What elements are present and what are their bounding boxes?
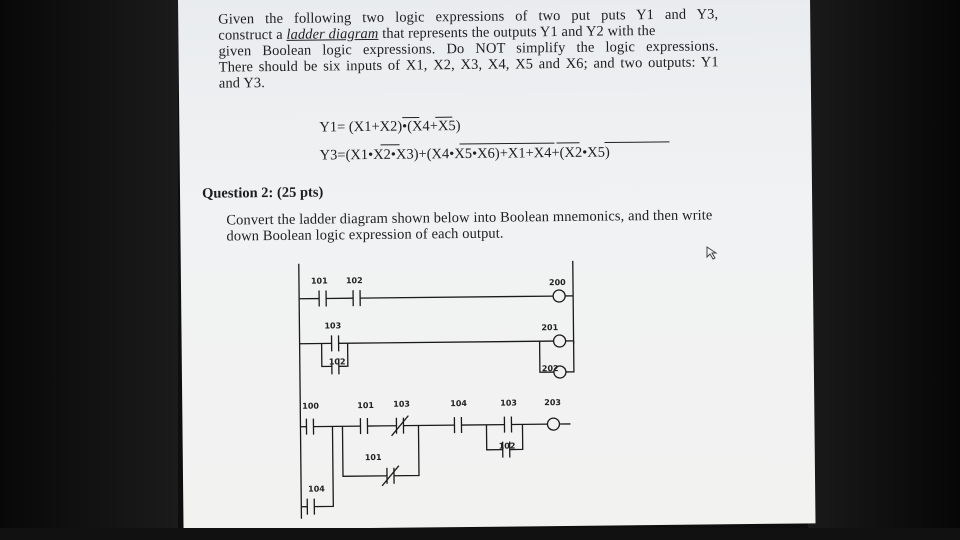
- label-r2-201: 201: [541, 323, 558, 332]
- ladder-diagram: 101 102 200 103 102 201 202 100 101 103 …: [298, 260, 575, 519]
- mouse-cursor-icon: [706, 246, 718, 265]
- left-background: [0, 0, 178, 540]
- left-power-rail: [298, 263, 303, 519]
- right-background: [808, 0, 960, 540]
- label-r1-200: 200: [549, 278, 566, 287]
- label-r1-101: 101: [311, 276, 328, 285]
- label-r1-102: 102: [346, 276, 363, 285]
- paper-sheet: Given the following two logic expression…: [178, 0, 816, 530]
- label-r3-103b: 103: [500, 398, 517, 407]
- right-power-rail: [572, 260, 575, 344]
- bottom-shadow: [0, 528, 960, 540]
- overbar-y3-x4x5x6: [459, 142, 555, 145]
- label-r3-104: 104: [450, 399, 467, 408]
- label-r2-branch-102: 102: [329, 357, 346, 366]
- label-r3-branch-101: 101: [365, 453, 382, 462]
- label-r3-203: 203: [544, 398, 561, 407]
- label-r3-branch-102: 102: [499, 441, 516, 450]
- label-r3-103: 103: [393, 400, 410, 409]
- label-r3-branch-104: 104: [308, 484, 325, 493]
- rung1-coil-200: [552, 289, 566, 303]
- rung2-coil-201: [552, 334, 567, 348]
- label-r2-103: 103: [324, 321, 341, 330]
- label-r3-100: 100: [302, 402, 319, 411]
- rung3-coil-203: [546, 417, 561, 431]
- overbar-y3-x2x5: [604, 141, 670, 144]
- label-r2-202: 202: [542, 364, 559, 373]
- label-r3-101: 101: [357, 401, 374, 410]
- equation-overbars: [380, 116, 670, 146]
